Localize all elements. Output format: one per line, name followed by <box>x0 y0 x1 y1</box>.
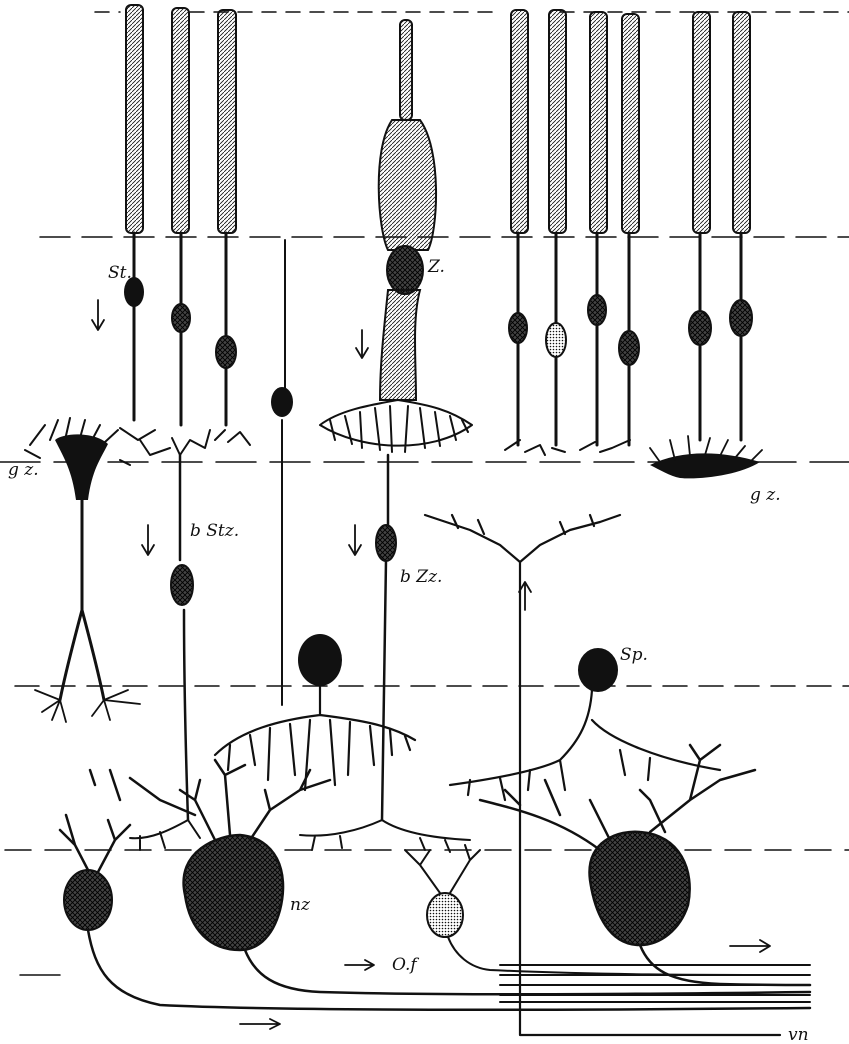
label-of: O.f <box>392 955 419 975</box>
rod-cell <box>216 10 236 425</box>
rod-cell <box>546 10 566 445</box>
label-bzz: b Zz. <box>400 567 442 587</box>
rod-bipolar-dendrites <box>120 428 630 455</box>
centrifugal-fibre <box>425 515 780 1035</box>
label-gz-left: g z. <box>8 460 39 480</box>
cone-cell <box>320 20 472 452</box>
rod-bipolar-cell <box>130 455 200 850</box>
label-st: St. <box>108 263 132 283</box>
label-bstz: b Stz. <box>190 521 239 541</box>
rod-cell <box>730 12 752 440</box>
rod-cell <box>689 12 711 440</box>
rod-cells <box>124 5 752 445</box>
label-sp: Sp. <box>620 645 648 665</box>
optic-fibre-layer <box>500 965 810 1002</box>
ganglion-cell-large <box>90 760 810 994</box>
label-z: Z. <box>427 257 445 277</box>
label-vn: vn <box>788 1025 809 1044</box>
label-nz: nz <box>290 895 311 915</box>
amacrine-cell-right <box>450 648 720 800</box>
rod-cell <box>619 14 639 445</box>
horizontal-cell-left <box>25 418 140 722</box>
rod-cell <box>588 12 607 445</box>
horizontal-cell-right <box>650 436 762 478</box>
label-gz-right: g z. <box>750 485 781 505</box>
rod-cell <box>172 8 190 425</box>
displaced-cell <box>271 240 293 705</box>
rod-cell <box>509 10 528 445</box>
rod-cell <box>124 5 144 420</box>
